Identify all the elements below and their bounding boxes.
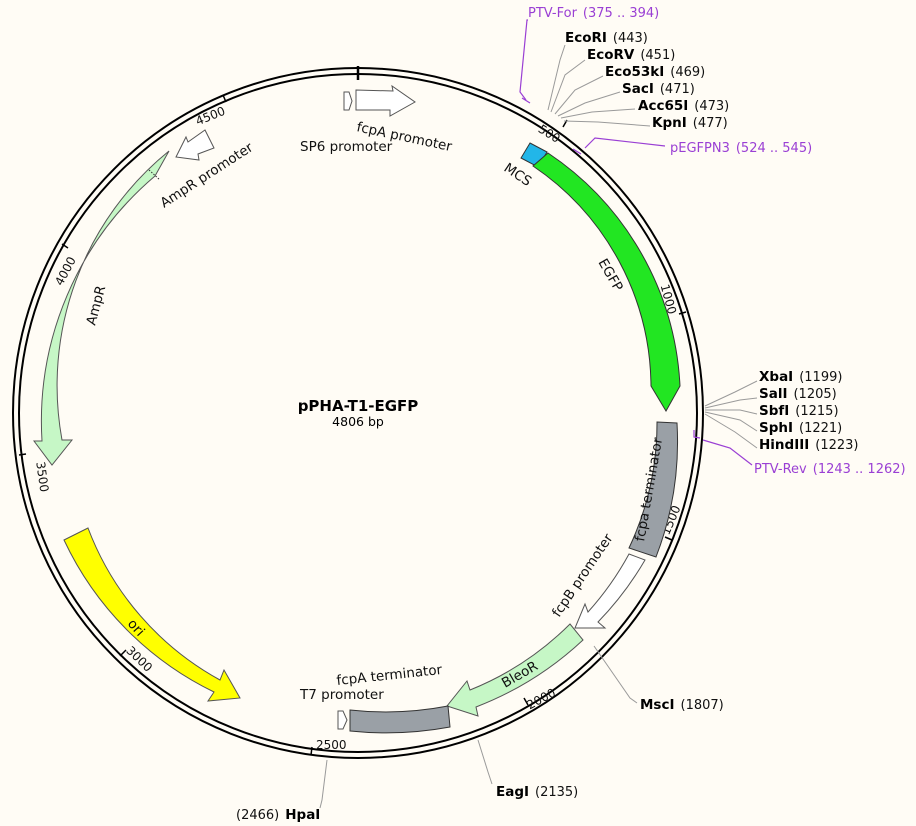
site-labels: EcoRI(443) EcoRV(451) Eco53kI(469) SacI(…	[236, 30, 859, 823]
plasmid-length: 4806 bp	[332, 414, 384, 429]
primer-markers	[519, 19, 753, 466]
t7-promoter-label: T7 promoter	[299, 687, 384, 703]
primer-labels: PTV-For(375 .. 394) pEGFPN3(524 .. 545) …	[528, 6, 906, 477]
ampr-label: AmpR	[83, 284, 109, 327]
site-leaders	[319, 44, 758, 809]
site-saci[interactable]: SacI(471)	[622, 81, 695, 97]
site-ecorv[interactable]: EcoRV(451)	[587, 47, 675, 63]
fcpa-promoter-arrow[interactable]	[355, 84, 416, 117]
fcpa-terminator-right-block[interactable]	[628, 421, 679, 558]
sp6-promoter-arrow[interactable]	[343, 91, 353, 111]
site-hpai[interactable]: (2466)HpaI	[236, 807, 320, 823]
mcs-label: MCS	[501, 160, 535, 190]
egfp-arrow[interactable]	[532, 152, 681, 412]
site-ecori[interactable]: EcoRI(443)	[565, 30, 648, 46]
site-msci[interactable]: MscI(1807)	[640, 697, 724, 713]
tick-label-3500: 3500	[33, 461, 51, 493]
site-sbfi[interactable]: SbfI(1215)	[759, 403, 839, 419]
t7-promoter-arrow[interactable]	[337, 710, 348, 730]
backbone	[12, 66, 704, 759]
fcpa-terminator-bottom-block[interactable]	[349, 705, 451, 734]
fcpb-promoter-arrow[interactable]	[574, 553, 646, 629]
site-kpni[interactable]: KpnI(477)	[652, 115, 728, 131]
site-acc65i[interactable]: Acc65I(473)	[638, 98, 729, 114]
site-xbai[interactable]: XbaI(1199)	[759, 369, 842, 385]
ampr-promoter-arrow[interactable]	[175, 129, 215, 161]
ampr-arrow[interactable]	[33, 150, 170, 466]
primer-ptv-rev[interactable]: PTV-Rev(1243 .. 1262)	[754, 462, 906, 477]
primer-pegfpn3[interactable]: pEGFPN3(524 .. 545)	[670, 141, 812, 156]
fcpa-terminator-bottom-label: fcpA terminator	[336, 662, 444, 689]
ori-arrow[interactable]	[63, 527, 241, 702]
features	[33, 84, 681, 734]
plasmid-name: pPHA-T1-EGFP	[298, 397, 419, 415]
site-sali[interactable]: SalI(1205)	[759, 386, 837, 402]
site-hindiii[interactable]: HindIII(1223)	[759, 437, 859, 453]
tick-label-2500: 2500	[316, 738, 347, 752]
primer-ptv-for[interactable]: PTV-For(375 .. 394)	[528, 6, 659, 21]
tick-label-2000: 2000	[524, 686, 558, 713]
site-sphi[interactable]: SphI(1221)	[759, 420, 842, 436]
site-eagi[interactable]: EagI(2135)	[496, 784, 578, 800]
site-eco53ki[interactable]: Eco53kI(469)	[605, 64, 705, 80]
bleor-arrow[interactable]	[446, 623, 584, 717]
tick-label-500: 500	[536, 122, 563, 146]
sp6-promoter-label: SP6 promoter	[300, 139, 393, 155]
